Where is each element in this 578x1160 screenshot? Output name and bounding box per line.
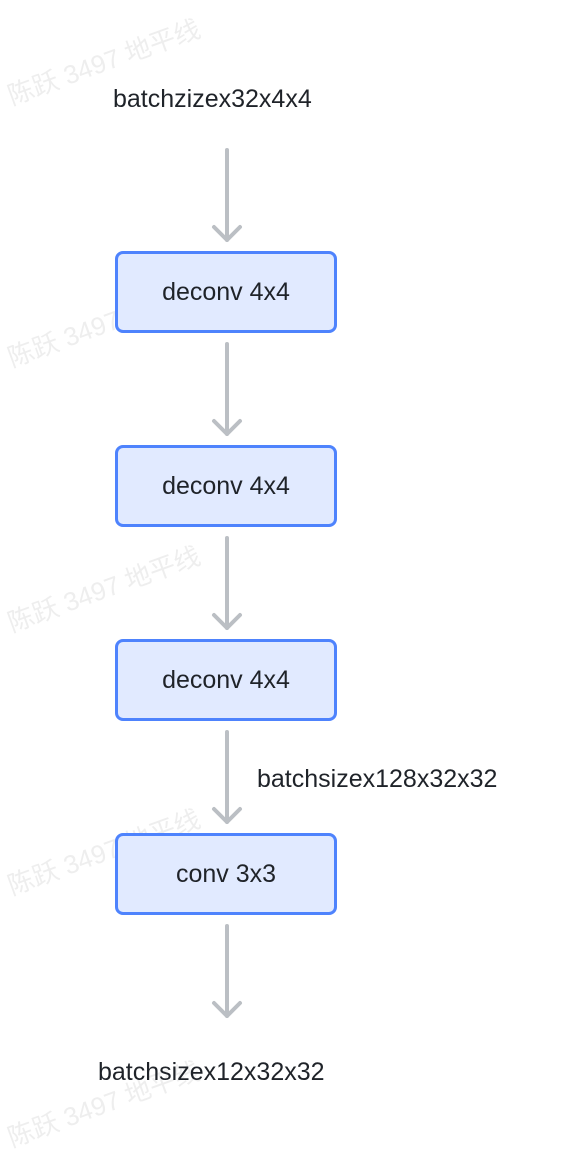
arrow-node4-to-output	[212, 924, 242, 1018]
node-deconv-3: deconv 4x4	[115, 639, 337, 721]
arrow-node2-to-node3	[212, 536, 242, 630]
node-deconv-1: deconv 4x4	[115, 251, 337, 333]
node-conv: conv 3x3	[115, 833, 337, 915]
edge-label: batchsizex128x32x32	[257, 765, 498, 793]
arrow-node3-to-node4	[212, 730, 242, 824]
arrow-input-to-node1	[212, 148, 242, 242]
output-label: batchsizex12x32x32	[98, 1058, 325, 1086]
node-deconv-2: deconv 4x4	[115, 445, 337, 527]
input-label: batchzizex32x4x4	[113, 85, 312, 113]
arrow-node1-to-node2	[212, 342, 242, 436]
